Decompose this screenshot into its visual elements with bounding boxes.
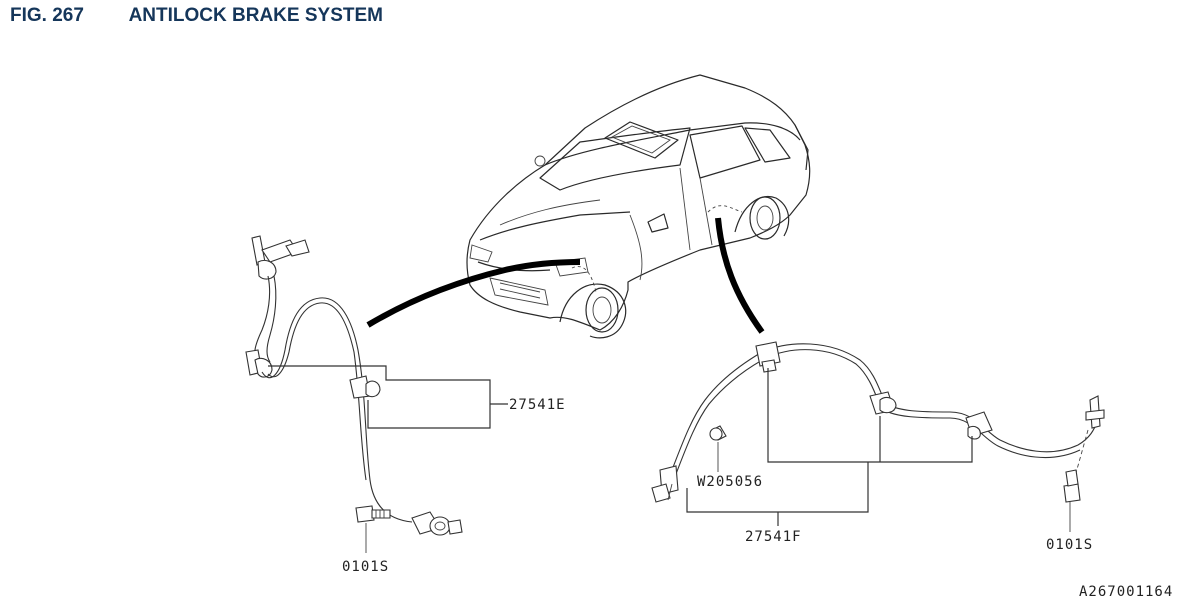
figure-title: ANTILOCK BRAKE SYSTEM	[128, 5, 383, 26]
part-label-27541E: 27541E	[509, 397, 566, 413]
vehicle-illustration	[466, 74, 811, 339]
rear-harness-callout	[686, 368, 973, 526]
part-label-27541F: 27541F	[745, 529, 802, 545]
diagram-id: A267001164	[1079, 584, 1173, 600]
rear-leader-line	[715, 217, 765, 334]
front-harness-assembly	[245, 235, 463, 553]
part-label-front-0101S: 0101S	[342, 559, 389, 575]
rear-harness-assembly	[651, 341, 1105, 532]
front-leader-line	[366, 259, 581, 328]
part-label-rear-0101S: 0101S	[1046, 537, 1093, 553]
figure-number: FIG. 267	[10, 5, 84, 26]
part-label-W205056: W205056	[697, 474, 763, 490]
figure-header: FIG. 267 ANTILOCK BRAKE SYSTEM	[10, 5, 383, 27]
front-harness-callout	[268, 365, 508, 429]
